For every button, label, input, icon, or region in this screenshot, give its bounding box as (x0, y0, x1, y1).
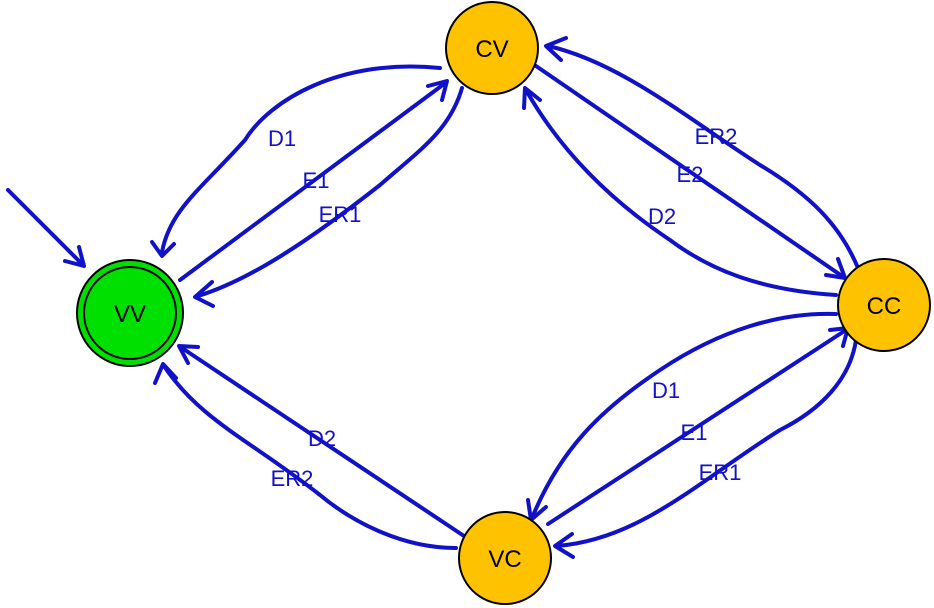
label-cv-vv-er1: ER1 (319, 202, 362, 227)
edge-cv-cc-e2 (534, 64, 844, 278)
edge-cv-vv-d1-head (150, 240, 176, 258)
edge-cc-vc-er1-head (553, 532, 575, 559)
edge-vc-vv-d2 (180, 346, 466, 538)
edge-vv-cv-e1-head (426, 79, 449, 102)
node-cv: CV (445, 1, 539, 95)
initial-arrow (6, 188, 84, 266)
edge-vv-cv-e1 (178, 82, 446, 282)
label-vv-cv-e1: E1 (303, 168, 330, 193)
edge-cv-cc-e2-head (824, 257, 847, 280)
edge-vc-vv-er2 (162, 364, 458, 550)
edge-cv-vv-d1 (160, 64, 442, 254)
label-cc-vc-er1: ER1 (699, 460, 742, 485)
edge-vc-vv-er2-head (153, 362, 178, 385)
node-vv: VV (76, 259, 184, 367)
node-cv-circle (445, 1, 539, 95)
node-vv-label: VV (114, 301, 146, 328)
label-vc-cc-e1: E1 (681, 420, 708, 445)
node-vc: VC (458, 511, 552, 605)
edge-vc-vv-d2-head (177, 344, 200, 365)
edge-cc-cv-er2-head (544, 36, 568, 62)
edge-cc-cv-er2 (546, 44, 860, 270)
node-cc-label: CC (867, 293, 902, 320)
edge-cc-vc-er1 (554, 338, 858, 548)
node-cc: CC (837, 258, 931, 352)
initial-arrowhead (63, 245, 86, 268)
label-vc-vv-er2: ER2 (271, 466, 314, 491)
node-vv-outer (76, 259, 184, 367)
label-cv-vv-d1: D1 (268, 126, 296, 151)
edge-vc-cc-e1 (546, 328, 848, 526)
label-cc-vc-d1: D1 (652, 378, 680, 403)
node-vc-circle (458, 511, 552, 605)
label-cv-cc-e2: E2 (677, 162, 704, 187)
edge-cc-cv-d2-head (522, 86, 542, 110)
node-cv-label: CV (475, 36, 508, 63)
edge-cv-vv-er1-head (193, 280, 215, 308)
label-cc-cv-er2: ER2 (695, 124, 738, 149)
edge-cc-vc-d1 (530, 311, 838, 520)
label-cc-cv-d2: D2 (648, 204, 676, 229)
label-vc-vv-d2: D2 (308, 426, 336, 451)
edge-cc-cv-d2 (524, 88, 838, 297)
node-vc-label: VC (488, 546, 521, 573)
node-cc-circle (837, 258, 931, 352)
node-vv-inner-ring (83, 266, 177, 360)
edge-cv-vv-er1 (196, 86, 464, 298)
